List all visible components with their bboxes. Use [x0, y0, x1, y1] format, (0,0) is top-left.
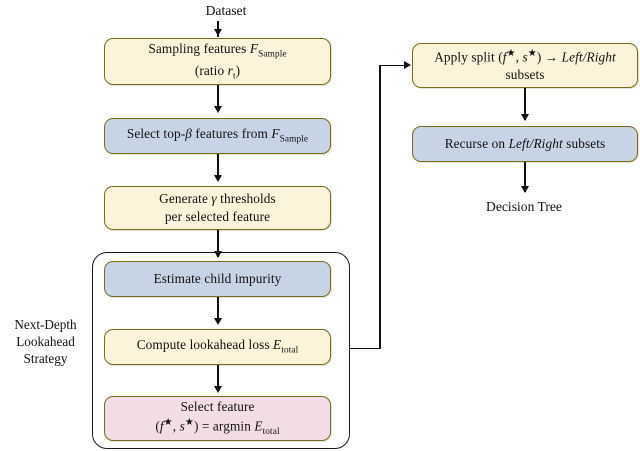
edge-loss-to-split-v: [379, 65, 382, 349]
arrowhead-recurse-to-decision-tree: [521, 186, 529, 193]
node-select-feature-line1: Select feature: [180, 399, 255, 415]
node-estimate-child-impurity[interactable]: Estimate child impurity: [104, 261, 331, 297]
arrowhead-loss-to-split: [404, 61, 411, 70]
dataset-label: Dataset: [205, 3, 247, 18]
node-sampling-line1: Sampling features FSample: [148, 41, 287, 61]
edge-select-top-to-thresholds: [217, 154, 219, 180]
strategy-line-3: Strategy: [23, 351, 68, 367]
node-apply-split[interactable]: Apply split (f★, s★) → Left/Right subset…: [412, 43, 638, 88]
node-estimate-text: Estimate child impurity: [153, 271, 282, 287]
strategy-line-1: Next-Depth: [14, 317, 77, 332]
node-apply-split-line2: subsets: [505, 67, 545, 83]
strategy-line-2: Lookahead: [16, 334, 75, 350]
script-F-icon: F: [271, 126, 280, 142]
star-superscript: ★: [527, 47, 537, 59]
star-superscript: ★: [506, 47, 516, 59]
arrowhead-select-top-to-thresholds: [214, 175, 222, 182]
star-superscript: ★: [163, 417, 173, 429]
node-loss-text: Compute lookahead loss Etotal: [136, 337, 299, 357]
strategy-side-label: Next-Depth Lookahead Strategy: [3, 316, 88, 367]
beta-symbol: β: [185, 126, 192, 142]
node-generate-thresholds[interactable]: Generate γ thresholds per selected featu…: [104, 186, 331, 230]
arrowhead-estimate-to-loss: [214, 318, 222, 325]
gamma-symbol: γ: [211, 191, 217, 207]
node-thresholds-line1: Generate γ thresholds: [159, 191, 276, 207]
node-select-feature-line2: (f★, s★) = argmin Etotal: [155, 417, 280, 438]
decision-tree-label: Decision Tree: [486, 199, 562, 214]
node-select-top-beta[interactable]: Select top-β features from FSample: [104, 118, 331, 154]
node-sampling-features[interactable]: Sampling features FSample (ratio rt): [104, 38, 331, 85]
edge-loss-to-select-feature: [217, 365, 219, 391]
star-superscript: ★: [184, 417, 194, 429]
node-recurse-text: Recurse on Left/Right subsets: [444, 136, 606, 152]
arrowhead-dataset-to-sampling: [214, 29, 222, 36]
edge-loss-to-split-h2: [379, 64, 408, 67]
arrowhead-split-to-recurse: [521, 114, 529, 121]
node-compute-lookahead-loss[interactable]: Compute lookahead loss Etotal: [104, 329, 331, 365]
node-thresholds-line2: per selected feature: [164, 209, 271, 224]
edge-thresholds-to-estimate: [217, 230, 219, 257]
edge-loss-to-split-h1: [349, 347, 381, 350]
edge-estimate-to-loss: [217, 297, 219, 323]
edge-recurse-to-decision-tree: [524, 162, 526, 192]
script-F-icon: F: [249, 41, 259, 57]
edge-split-to-recurse: [524, 88, 526, 120]
arrowhead-loss-to-select-feature: [214, 386, 222, 393]
arrowhead-thresholds-to-estimate: [214, 251, 222, 258]
edge-sampling-to-select-top: [217, 85, 219, 110]
node-select-feature[interactable]: Select feature (f★, s★) = argmin Etotal: [104, 396, 331, 441]
node-recurse-subsets[interactable]: Recurse on Left/Right subsets: [412, 126, 638, 162]
node-sampling-line2: (ratio rt): [194, 62, 241, 82]
arrowhead-sampling-to-select-top: [214, 106, 222, 113]
node-apply-split-line1: Apply split (f★, s★) → Left/Right: [434, 47, 616, 65]
node-select-top-beta-text: Select top-β features from FSample: [126, 126, 309, 146]
